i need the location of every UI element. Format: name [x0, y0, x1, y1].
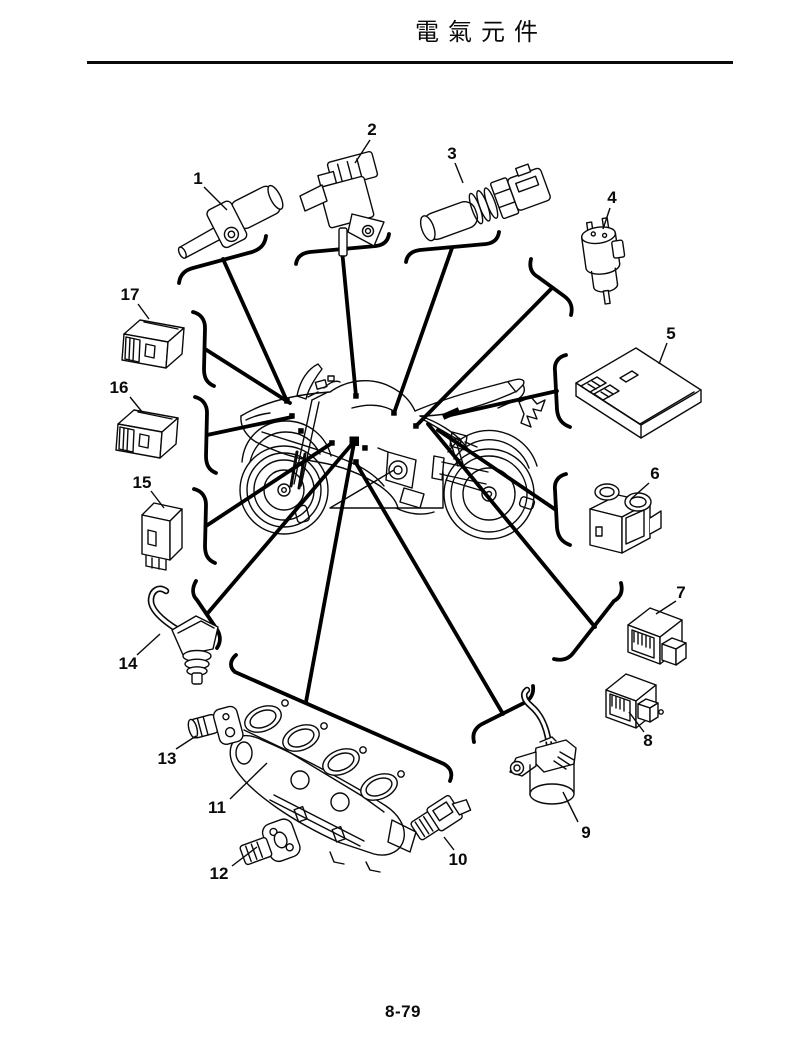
part-9-sensor [509, 686, 577, 805]
part-8-relay [605, 673, 664, 729]
callout-label-4: 4 [607, 188, 617, 207]
part-12-sensor [239, 818, 301, 866]
page-title: 電氣元件 [415, 18, 547, 46]
part-1-sensor [177, 184, 284, 259]
part-4-switch [580, 217, 626, 305]
callout-label-14: 14 [119, 654, 138, 673]
callout-label-1: 1 [193, 169, 202, 188]
callout-label-9: 9 [581, 823, 590, 842]
callout-leader-lines [203, 246, 597, 716]
callout-label-7: 7 [676, 583, 685, 602]
part-11-throttle-body [229, 699, 417, 873]
part-16-relay [115, 409, 179, 459]
callout-label-2: 2 [367, 120, 376, 139]
callout-label-11: 11 [208, 798, 226, 817]
part-7-relay [627, 607, 687, 666]
callout-label-12: 12 [210, 864, 229, 883]
part-2-sensor [299, 150, 385, 257]
callout-label-8: 8 [643, 731, 652, 750]
callout-label-15: 15 [133, 473, 152, 492]
callout-label-13: 13 [158, 749, 177, 768]
header-rule [87, 61, 733, 64]
callout-label-16: 16 [110, 378, 129, 397]
part-6-relay [589, 483, 662, 554]
callout-label-3: 3 [447, 144, 456, 163]
callout-label-6: 6 [650, 464, 659, 483]
callout-label-10: 10 [449, 850, 468, 869]
motorcycle-illustration [239, 363, 546, 540]
part-17-relay [121, 319, 185, 369]
part-10-sensor [410, 794, 472, 841]
part-13-valve [187, 705, 244, 746]
callout-label-5: 5 [666, 324, 675, 343]
page-number: 8-79 [384, 1002, 422, 1021]
callout-label-17: 17 [121, 285, 140, 304]
bike-body [240, 363, 546, 524]
part-15-relay [141, 502, 183, 571]
part-3-sensor [419, 163, 551, 242]
part-14-sensor [147, 585, 219, 685]
callout-labels: 1 2 3 4 5 6 7 8 9 10 11 12 13 14 15 16 1… [110, 120, 686, 883]
part-5-ecu [575, 347, 702, 439]
bracket-curves [177, 230, 624, 783]
